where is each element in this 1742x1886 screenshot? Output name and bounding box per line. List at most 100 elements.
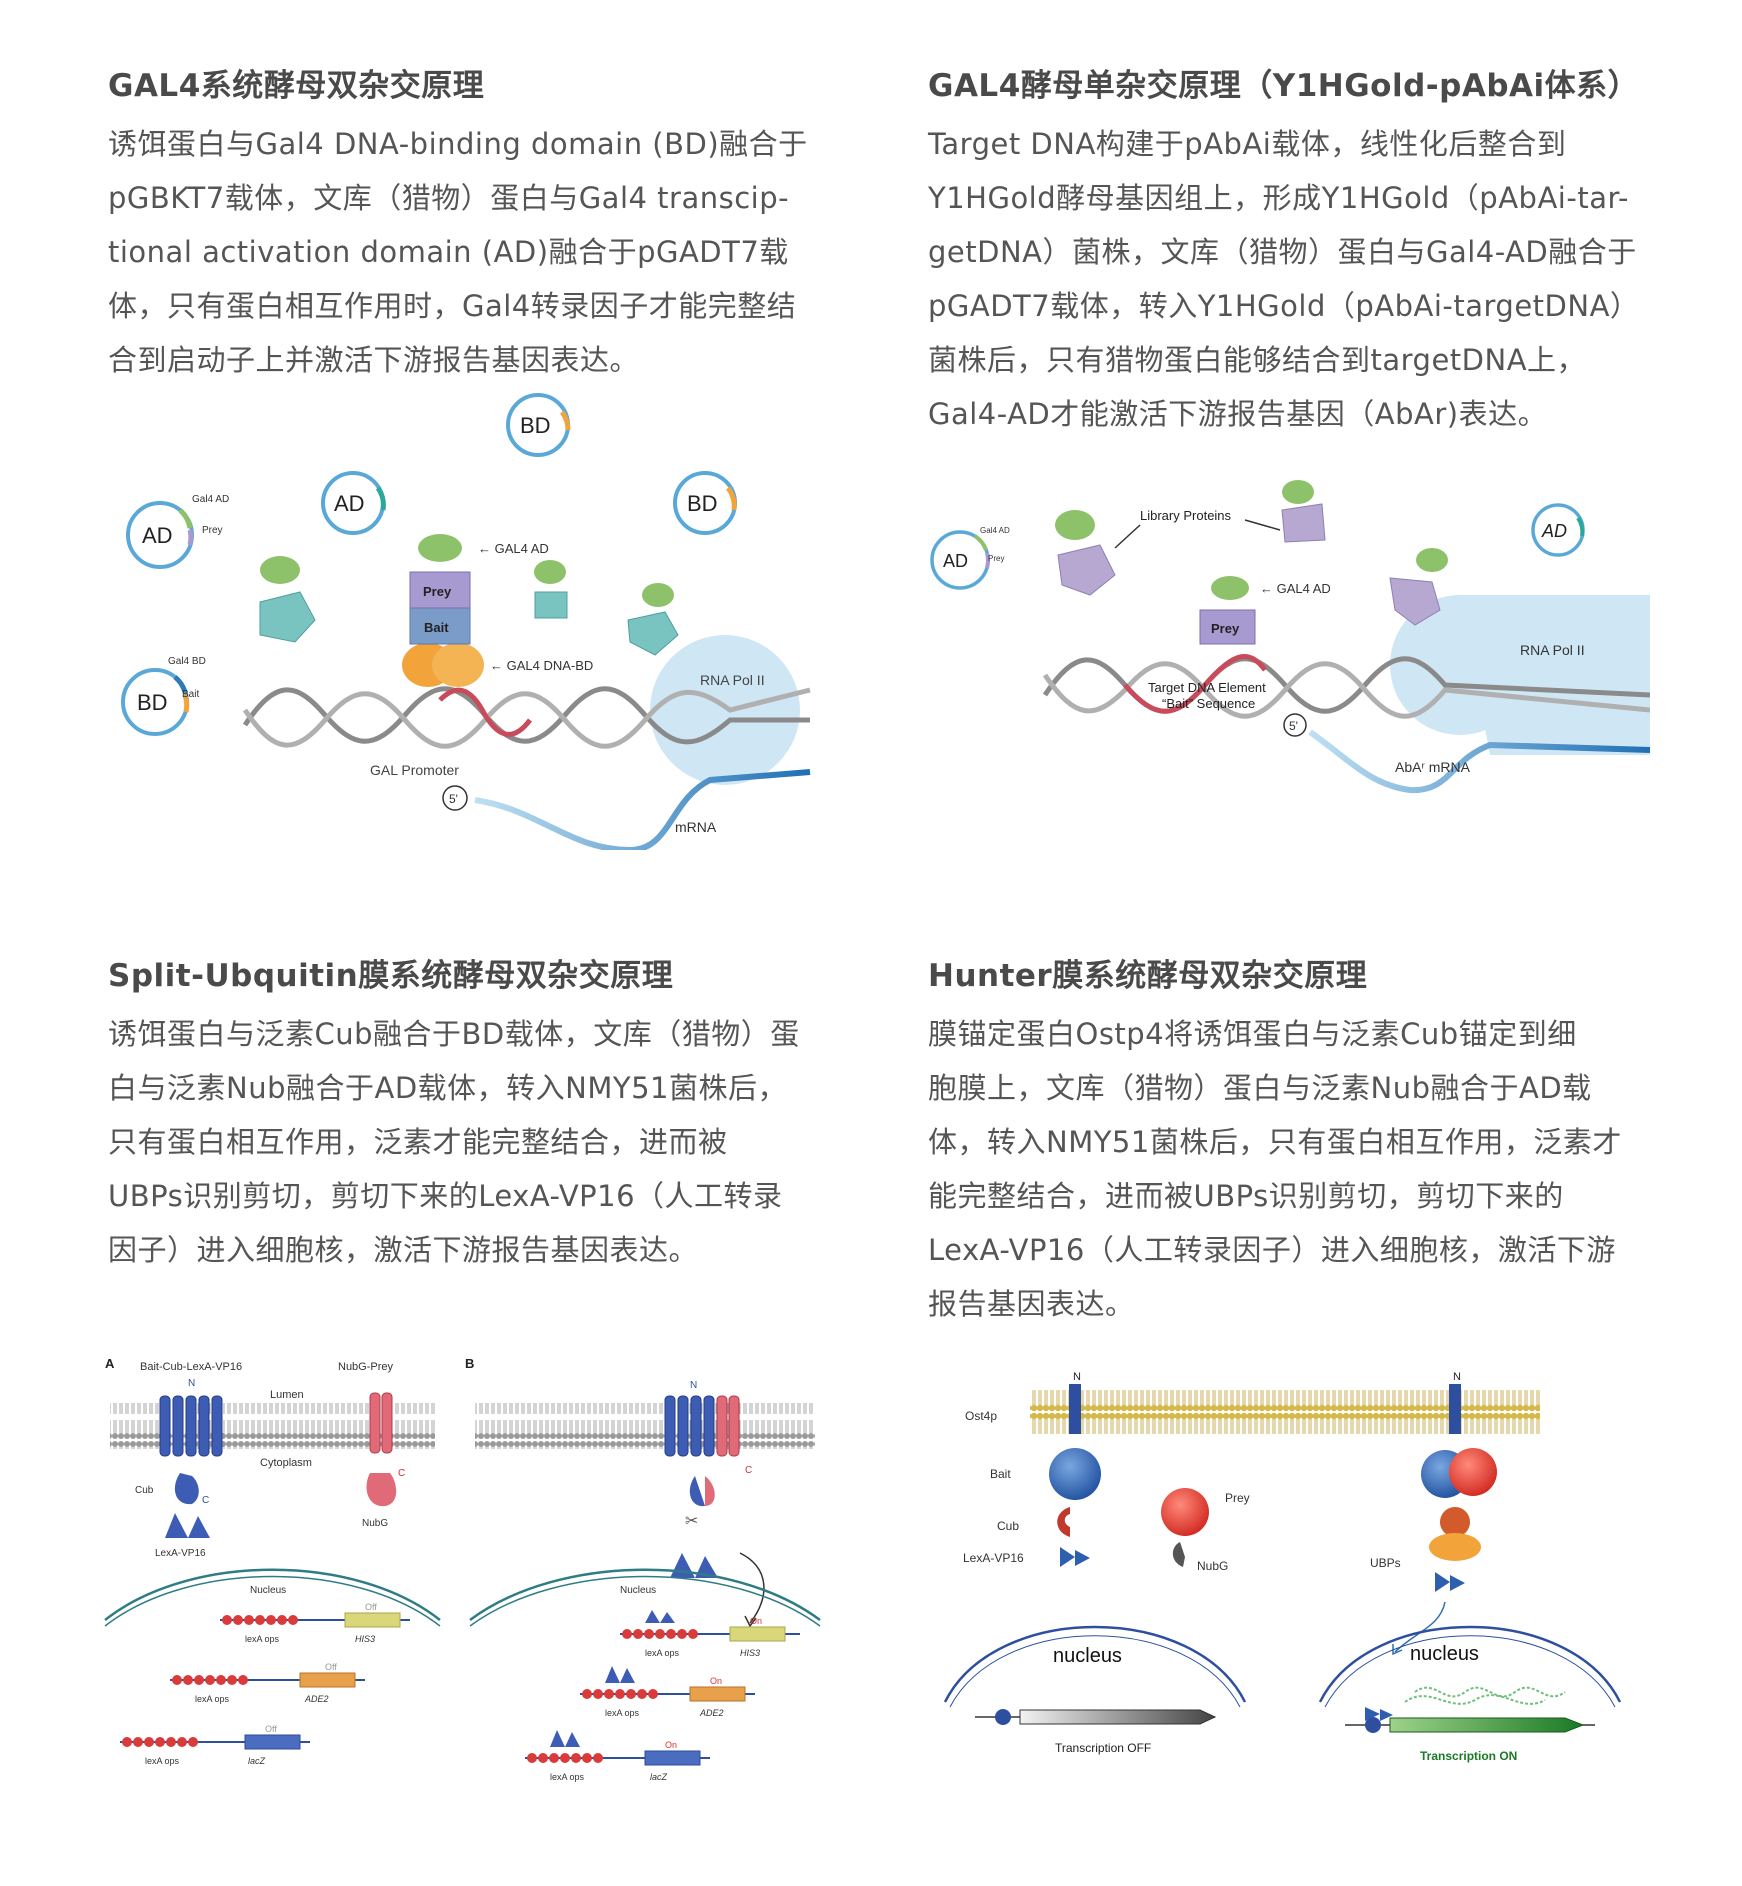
ade2-label: ADE2 [699,1708,724,1718]
lexa-ops-label: lexA ops [645,1648,680,1658]
section-text-line: 体，转入NMY51菌株后，只有蛋白相互作用，泛素才 [928,1125,1622,1159]
section-gal4-y2h: GAL4系统酵母双杂交原理 诱饵蛋白与Gal4 DNA-binding doma… [108,60,828,387]
figure-hunter: N N Ost4p Bait Cub LexA-VP16 Prey NubG U… [943,1371,1622,1763]
section-text-line: 白与泛素Nub融合于AD载体，转入NMY51菌株后， [108,1071,787,1105]
gal4-dna-bd-label: ← GAL4 DNA-BD [490,658,593,673]
dna-helix [1042,654,1650,719]
section-text-line: tional activation domain (AD)融合于pGADT7载 [108,235,789,269]
prey-shape [1449,1448,1497,1496]
lexa-ops-label: lexA ops [245,1634,280,1644]
section-text-line: 菌株后，只有猎物蛋白能够结合到targetDNA上， [928,343,1587,377]
section-text-line: 因子）进入细胞核，激活下游报告基因表达。 [108,1233,699,1267]
section-title: Split-Ubquitin膜系统酵母双杂交原理 [108,958,674,994]
section-split-ubiquitin: Split-Ubquitin膜系统酵母双杂交原理 诱饵蛋白与泛素Cub融合于BD… [108,950,828,1277]
transcription-on-label: Transcription ON [1420,1749,1517,1763]
library-proteins-label: Library Proteins [1140,508,1232,523]
panel-a-label: A [105,1356,115,1371]
five-prime-label: 5' [1289,719,1298,733]
library-protein-free [259,556,316,643]
nubg-prey-label: NubG-Prey [338,1361,394,1373]
section-text-line: 体，只有蛋白相互作用时，Gal4转录因子才能完整结 [108,289,797,323]
gal4-ad-shape [1211,576,1249,600]
his3-label: HIS3 [355,1634,375,1644]
plasmid-ad: AD [321,471,386,535]
prey-transmembrane [716,1395,740,1457]
n-terminus-label: N [1453,1371,1461,1383]
ost4p-anchor [1069,1384,1081,1434]
his3-label: HIS3 [740,1648,760,1658]
five-prime-marker [1283,713,1307,737]
section-text-line: UBPs识别剪切，剪切下来的LexA-VP16（人工转录 [108,1179,783,1213]
lexa-vp16-bound [1365,1707,1393,1721]
nubg-label: NubG [1197,1559,1228,1573]
bait-small-label: Bait [182,689,199,700]
mrna-label: mRNA [675,819,717,835]
figure-gal4-y2h: RNA Pol II GAL Promoter 5' mRNA ← GAL4 D… [121,393,811,850]
gal4-ad-label: ← GAL4 AD [1260,581,1331,596]
off-label: Off [365,1602,377,1612]
translocation-arrow [739,1552,765,1624]
ade2-label: ADE2 [304,1694,329,1704]
operator-marker [1365,1717,1381,1733]
dna-helix [242,686,811,749]
section-text-line: 诱饵蛋白与泛素Cub融合于BD载体，文库（猎物）蛋 [108,1017,800,1051]
prey-shape [1161,1488,1209,1536]
section-text-line: 只有蛋白相互作用，泛素才能完整结合，进而被 [108,1125,728,1159]
reporter-gene-off [1019,1709,1217,1725]
ubiquitin-complex [1440,1507,1470,1537]
section-text-line: 诱饵蛋白与Gal4 DNA-binding domain (BD)融合于 [108,127,808,161]
section-text-line: 报告基因表达。 [928,1287,1135,1321]
mrna-strand [474,769,811,850]
nuclear-envelope [104,1568,441,1621]
abar-mrna-label: AbAʳ mRNA [1395,759,1471,775]
plasmid-ad-prey: AD Gal4 AD Prey [126,494,229,569]
section-text-line: pGBKT7载体，文库（猎物）蛋白与Gal4 transcip- [108,181,790,215]
off-label: Off [265,1724,277,1734]
bait-shape [1049,1448,1101,1500]
cub-nubg-complex [689,1476,715,1507]
section-text-line: Target DNA构建于pAbAi载体，线性化后整合到 [928,127,1567,161]
plasmid-bd: BD [506,393,571,457]
section-gal4-y1h: GAL4酵母单杂交原理（Y1HGold-pAbAi体系） Target DNA构… [928,60,1648,441]
svg-text:BD: BD [520,413,551,438]
library-protein [1055,510,1116,596]
bait-cub-label: Bait-Cub-LexA-VP16 [140,1361,242,1373]
lacz-label: lacZ [248,1756,266,1766]
gal-promoter-label: GAL Promoter [370,762,459,778]
figure-split-ubiquitin: A Bait-Cub-LexA-VP16 NubG-Prey N Lumen C… [104,1356,821,1782]
section-text-line: Gal4-AD才能激活下游报告基因（AbAr)表达。 [928,397,1548,431]
svg-text:BD: BD [687,491,718,516]
lacz-label: lacZ [650,1772,668,1782]
bait-label: Bait [424,620,449,635]
section-text-line: 能完整结合，进而被UBPs识别剪切，剪切下来的 [928,1179,1564,1213]
prey-transmembrane [369,1392,393,1454]
c-terminus-label: C [398,1468,405,1479]
target-dna-label-1: Target DNA Element [1148,680,1266,695]
c-terminus-label: C [202,1495,209,1506]
library-protein-free [534,560,568,619]
nuclear-envelope-left [943,1625,1247,1703]
prey-label: Prey [423,584,452,599]
bait-box [409,607,471,645]
library-arrow [1114,524,1141,549]
cub-label: Cub [135,1485,154,1496]
lumen-label: Lumen [270,1389,304,1401]
reporter-ade2-off [170,1672,365,1688]
nucleus-label: nucleus [1410,1643,1479,1665]
operator-marker [995,1709,1011,1725]
lexa-vp16-label: LexA-VP16 [963,1551,1024,1565]
prey-small-label: Prey [202,525,223,536]
panel-b-label: B [465,1356,474,1371]
section-hunter: Hunter膜系统酵母双杂交原理 膜锚定蛋白Ostp4将诱饵蛋白与泛素Cub锚定… [928,950,1648,1331]
section-text-line: LexA-VP16（人工转录因子）进入细胞核，激活下游 [928,1233,1616,1267]
ubps-shape [1429,1533,1481,1561]
section-text-line: getDNA）菌株，文库（猎物）蛋白与Gal4-AD融合于 [928,235,1637,269]
lexa-vp16-label: LexA-VP16 [155,1548,206,1559]
ost4p-anchor [1449,1384,1461,1434]
plasmid-bd: BD [673,471,737,535]
section-title: Hunter膜系统酵母双杂交原理 [928,958,1368,994]
nucleus-label: Nucleus [250,1585,286,1596]
bait-label: Bait [990,1467,1011,1481]
lexa-vp16-shape [670,1553,718,1578]
transcription-off-label: Transcription OFF [1055,1741,1151,1755]
